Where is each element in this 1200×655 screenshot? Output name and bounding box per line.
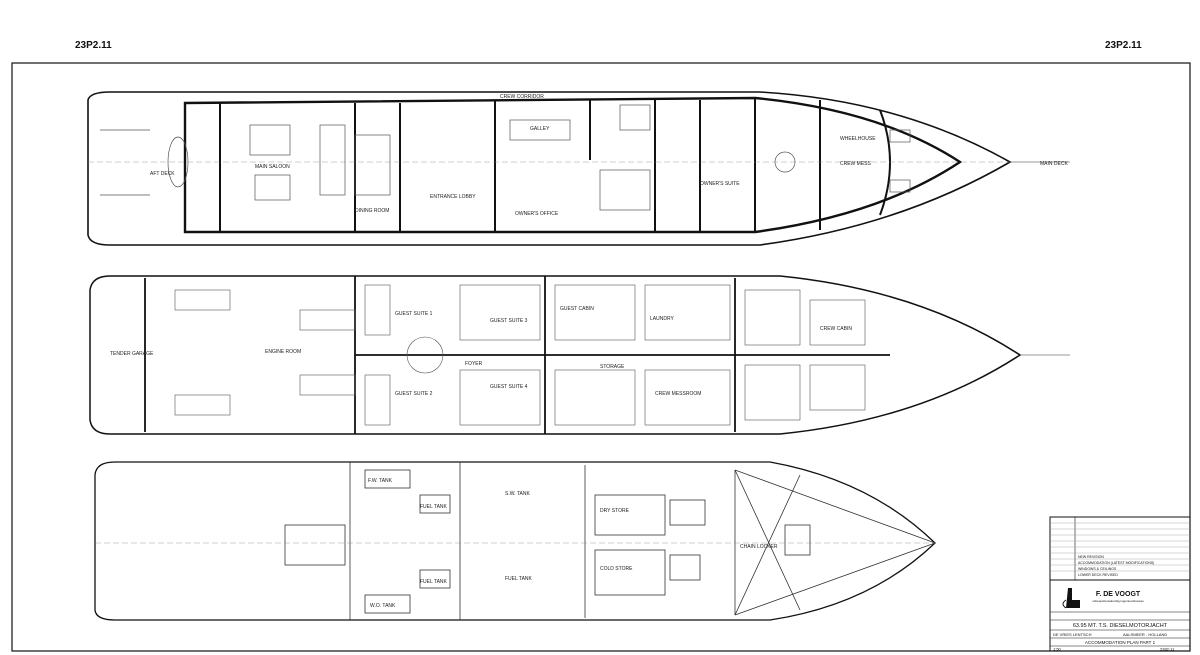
label-crew-corridor: CREW CORRIDOR [500, 94, 544, 100]
label-storage: STORAGE [600, 364, 625, 370]
label-sw-tank: S.W. TANK [505, 491, 530, 497]
lower-deck-hull-outline [89, 275, 1022, 435]
label-guest-suite-1: GUEST SUITE 1 [395, 311, 433, 317]
label-aft-deck: AFT DECK [150, 171, 175, 177]
company-subtitle: scheepsbouwkundig ingenieursbureau [1092, 599, 1144, 603]
label-crew-cabin: CREW CABIN [820, 326, 852, 332]
revision-2: ACCOMMODATION (LATEST MODIFICATIONS) [1078, 561, 1154, 565]
label-engine-room: ENGINE ROOM [265, 349, 301, 355]
label-entrance-lobby: ENTRANCE LOBBY [430, 194, 476, 200]
label-dry-store: DRY STORE [600, 508, 630, 514]
sheet-border [11, 62, 1191, 652]
label-chain-locker: CHAIN LOCKER [740, 544, 778, 550]
label-fw-tank: F.W. TANK [368, 478, 393, 484]
label-fuel-tank-1: FUEL TANK [420, 504, 448, 510]
revision-1: NEW REVISION [1078, 555, 1104, 559]
label-owners-office: OWNER'S OFFICE [515, 211, 559, 217]
label-guest-suite-2: GUEST SUITE 2 [395, 391, 433, 397]
label-dining-room: DINING ROOM [355, 208, 389, 214]
label-wheelhouse: WHEELHOUSE [840, 136, 876, 142]
label-main-deck: MAIN DECK [1040, 161, 1068, 167]
label-main-saloon: MAIN SALOON [255, 164, 290, 170]
label-crew-mess: CREW MESS [840, 161, 872, 167]
main-deck-plan: AFT DECK MAIN SALOON DINING ROOM ENTRANC… [87, 91, 1070, 246]
revision-4: LOWER DECK REVISED [1078, 573, 1118, 577]
label-fuel-tank-2: FUEL TANK [420, 579, 448, 585]
tank-deck-plan: F.W. TANK FUEL TANK FUEL TANK W.O. TANK … [94, 461, 937, 621]
drawing-title: ACCOMMODATION PLAN PART 1 [1085, 640, 1156, 645]
label-guest-suite-3: GUEST SUITE 3 [490, 318, 528, 324]
title-block: NEW REVISION ACCOMMODATION (LATEST MODIF… [1049, 516, 1191, 652]
vessel-description: 63.95 MT. T.S. DIESELMOTORJACHT [1073, 623, 1168, 629]
main-deck-hull-outline [87, 91, 1012, 246]
company-logo-icon [1062, 588, 1080, 609]
company-name: F. DE VOOGT [1096, 591, 1141, 598]
revision-3: WINDOWS & CEILINGS [1078, 567, 1117, 571]
label-galley: GALLEY [530, 126, 550, 132]
drawing-number: 2382-11 [1160, 647, 1175, 652]
label-cold-store: COLD STORE [600, 566, 633, 572]
label-owners-suite: OWNER'S SUITE [700, 181, 740, 187]
shipyard: DE VRIES LENTSCH [1053, 632, 1092, 637]
label-wo-tank: W.O. TANK [370, 603, 396, 609]
label-tender-garage: TENDER GARAGE [110, 351, 154, 357]
sheet-ref-left: 23P2.11 [75, 40, 112, 51]
shipyard-location: AALSMEER - HOLLAND [1123, 632, 1167, 637]
label-guest-suite-4: GUEST SUITE 4 [490, 384, 528, 390]
tank-deck-hull-outline [94, 461, 936, 621]
label-guest-cabin: GUEST CABIN [560, 306, 594, 312]
label-fuel-tank-3: FUEL TANK [505, 576, 533, 582]
label-foyer: FOYER [465, 361, 483, 367]
lower-deck-plan: TENDER GARAGE ENGINE ROOM GUEST SUITE 1 … [89, 275, 1070, 435]
label-crew-messroom: CREW MESSROOM [655, 391, 701, 397]
label-laundry: LAUNDRY [650, 316, 674, 322]
sheet-ref-right: 23P2.11 [1105, 40, 1142, 51]
drawing-scale: 1:50 [1053, 647, 1062, 652]
